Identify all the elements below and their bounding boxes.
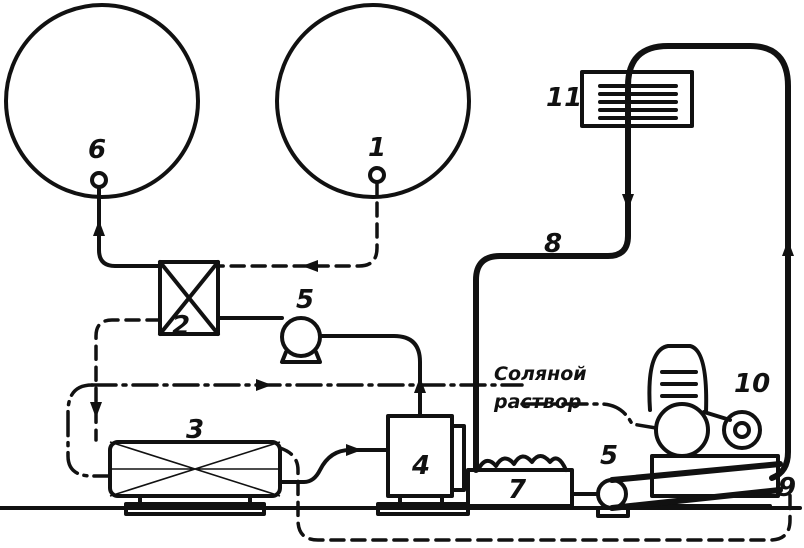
arrow-right-icon	[346, 444, 362, 456]
tank-1-outlet	[368, 166, 386, 184]
label-3: 3	[186, 415, 204, 445]
condenser-11	[580, 70, 694, 128]
tank-3	[108, 440, 282, 516]
caption-line-2: раствор	[493, 391, 581, 413]
evaporator-7	[466, 454, 574, 508]
label-11: 11	[546, 83, 582, 113]
heat-exchanger-2	[158, 260, 220, 336]
brine-line-to-compressor	[520, 402, 658, 430]
pipe-8	[473, 43, 791, 481]
caption-line-1: Соляной	[494, 363, 587, 385]
tank-6	[4, 3, 200, 199]
pipe-pump-separator	[318, 334, 422, 417]
pump-5	[280, 316, 322, 364]
label-1: 1	[368, 133, 386, 163]
arrow-up-icon	[782, 240, 794, 256]
label-8: 8	[544, 229, 562, 259]
label-10: 10	[734, 369, 770, 399]
pipe-tank3-separator	[278, 448, 388, 484]
label-5-motor: 5	[600, 441, 618, 471]
pipe-tank6-exchanger	[97, 185, 162, 268]
brine-line-left-loop	[66, 383, 112, 478]
label-4: 4	[411, 451, 430, 481]
label-7: 7	[508, 475, 527, 505]
arrow-down-icon	[90, 402, 102, 418]
motor-5	[570, 478, 630, 518]
tank-1	[275, 3, 471, 199]
label-9: 9	[778, 473, 796, 503]
pipe-tank1-exchanger	[216, 180, 379, 268]
belt-drive-9	[609, 461, 783, 511]
pipe-bottom-return	[278, 446, 792, 542]
arrow-left-icon	[302, 260, 318, 272]
tank-6-outlet	[90, 171, 108, 189]
label-6: 6	[88, 135, 106, 165]
arrow-down-icon	[622, 194, 634, 210]
label-2: 2	[172, 311, 190, 341]
arrow-up-icon	[93, 220, 105, 236]
arrow-right-icon	[256, 379, 272, 391]
label-5-pump: 5	[296, 285, 314, 315]
pipe-exchanger-tank3	[94, 318, 162, 442]
separator-4	[376, 414, 470, 516]
compressor-10	[647, 344, 780, 508]
